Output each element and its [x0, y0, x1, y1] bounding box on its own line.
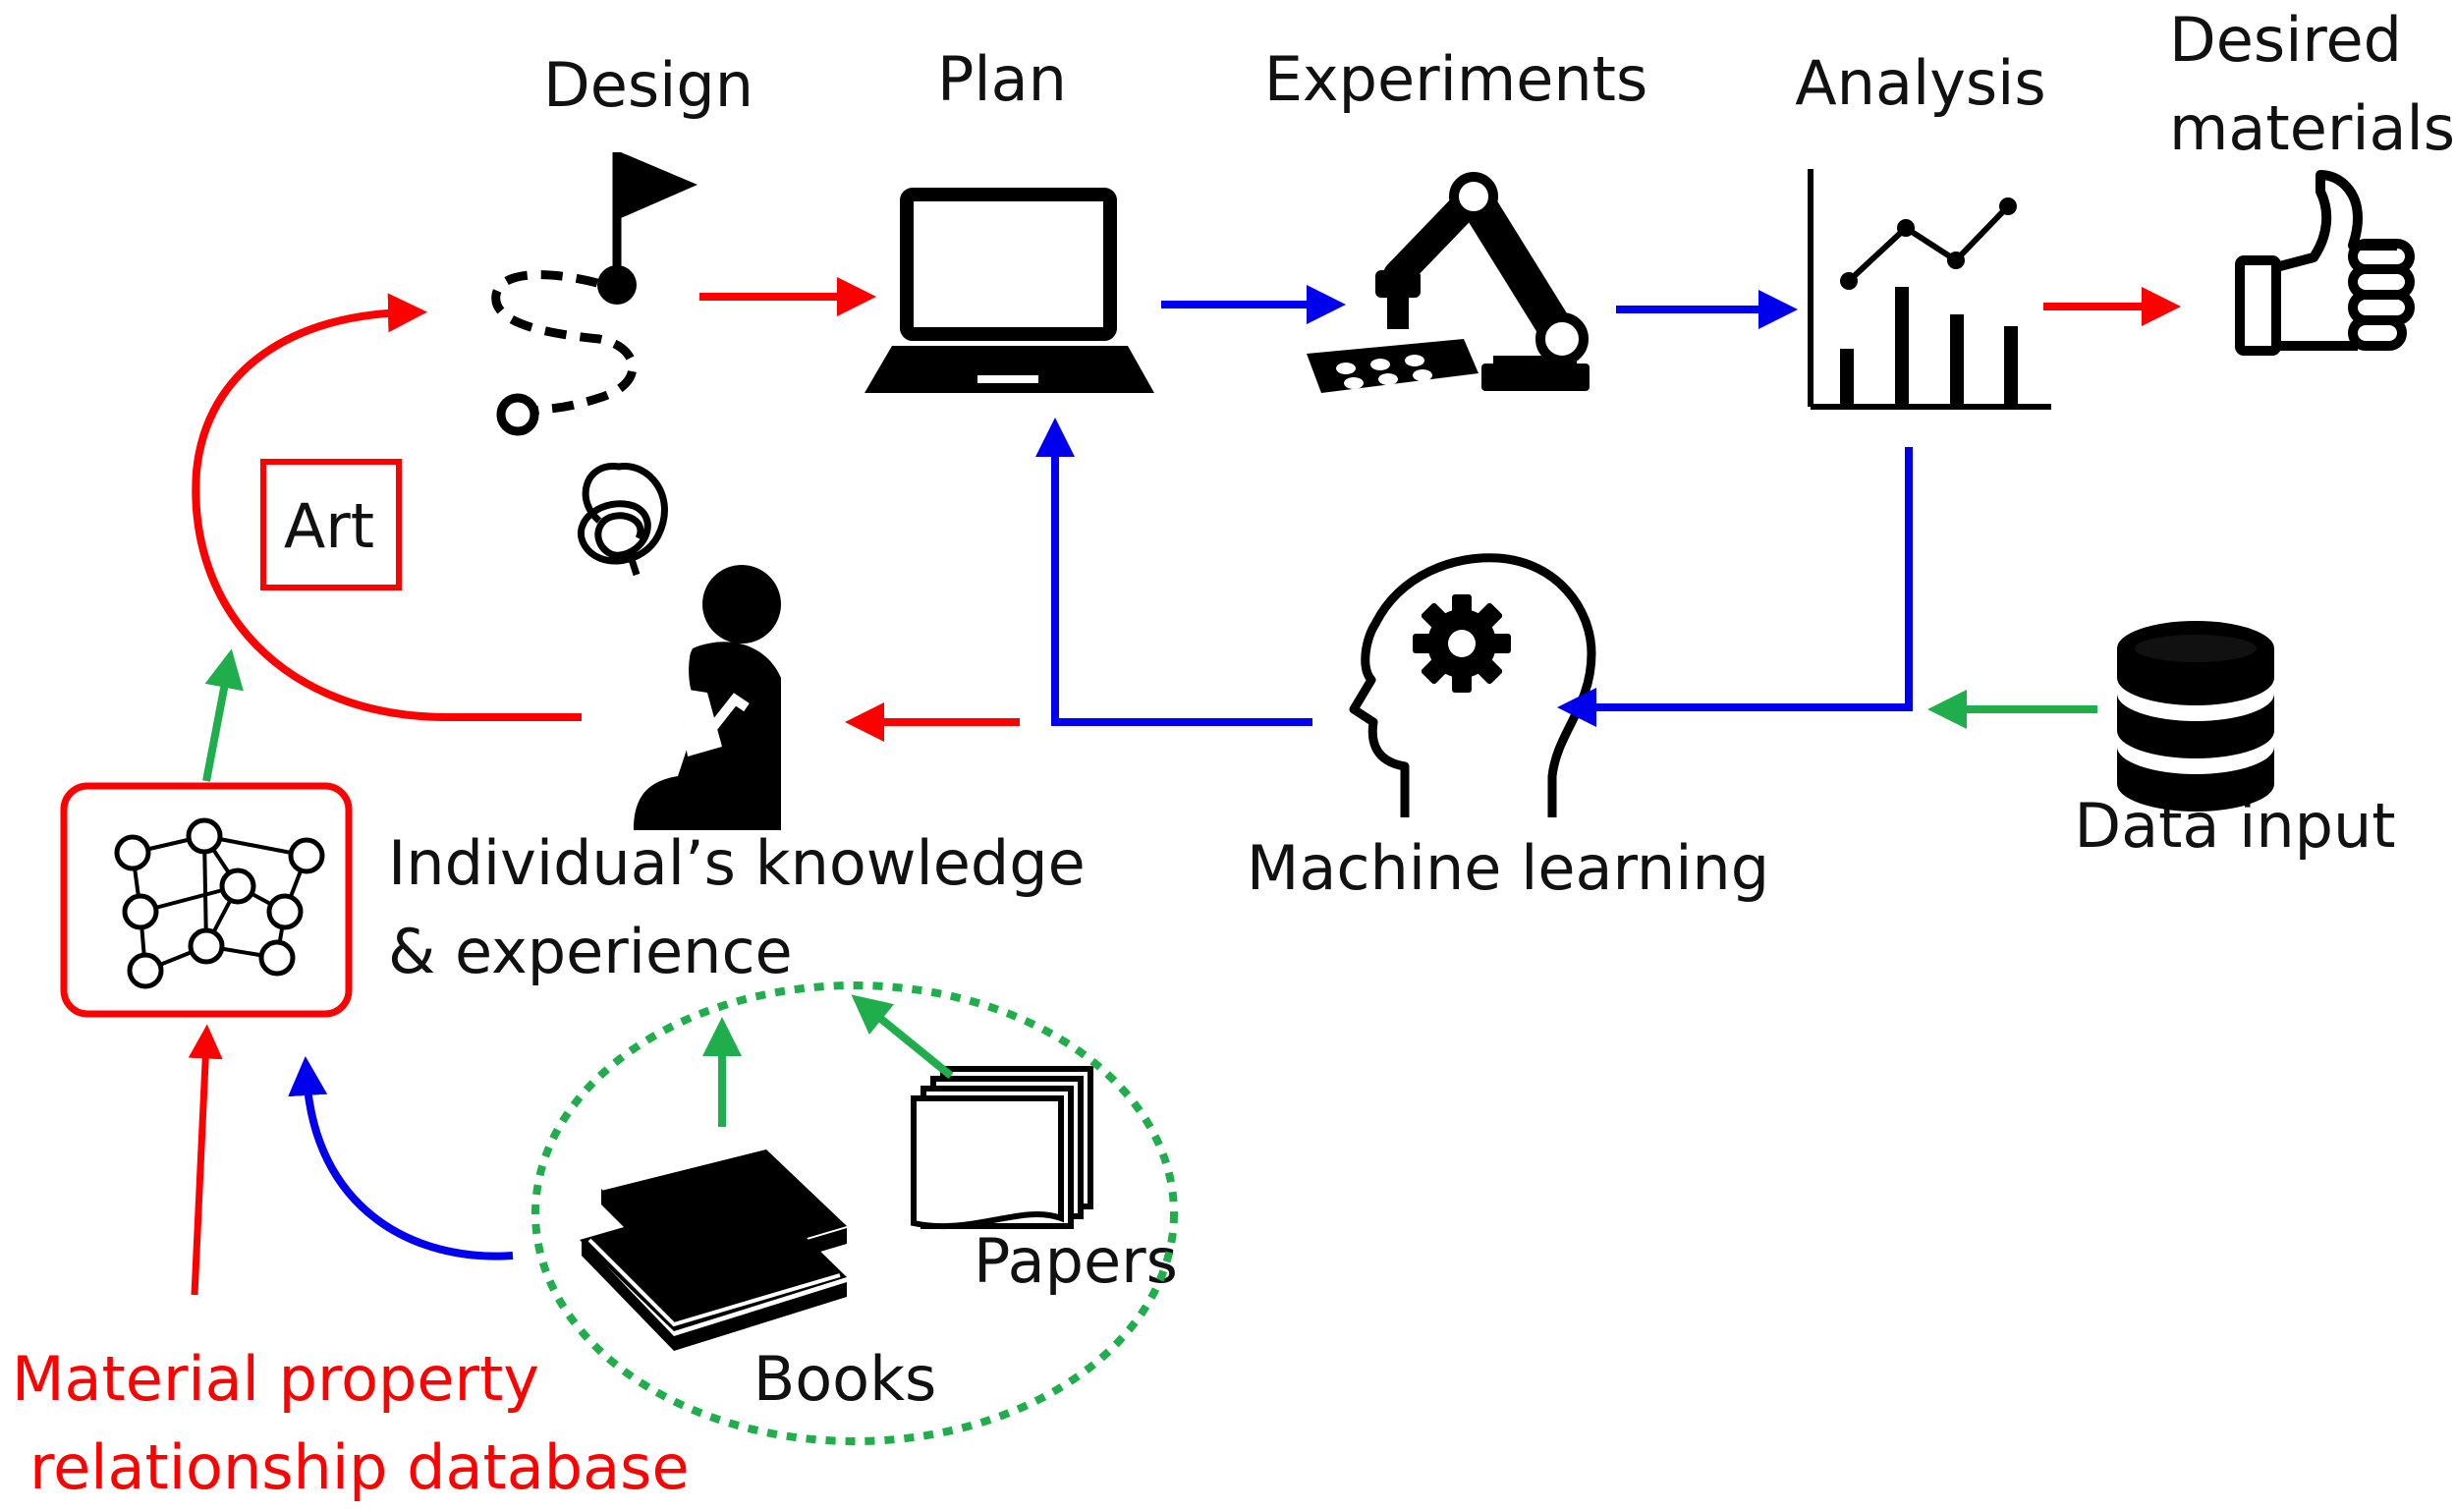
books-label: Books [753, 1343, 937, 1415]
papers-icon [911, 1066, 1093, 1230]
thumbs-up-icon [2235, 170, 2415, 356]
arrow-analysis-to-machine-learning [1557, 447, 1913, 727]
database-icon [2117, 621, 2274, 812]
laptop-icon [865, 188, 1154, 393]
analysis-label: Analysis [1795, 47, 2045, 119]
arrow-sources-to-network [288, 1056, 514, 1260]
database-label-line2: relationship database [29, 1431, 690, 1503]
robot-arm-icon [1307, 172, 1590, 393]
knowledge-network-icon [60, 782, 353, 1018]
database-label-line1: Material property [12, 1343, 539, 1415]
route-flag-icon [491, 152, 697, 436]
art-label: Art [284, 490, 374, 562]
art-box [260, 459, 402, 590]
machine-learning-label: Machine learning [1247, 832, 1769, 904]
arrow-knowledge-to-design-art [192, 293, 582, 721]
arrow-ml-to-plan [1035, 418, 1312, 726]
sources-dotted-ellipse [531, 981, 1178, 1445]
ml-head-gear-icon [1349, 553, 1596, 817]
desired-materials-label-line1: Desired [2169, 4, 2402, 76]
knowledge-label-line2: & experience [388, 916, 793, 987]
design-label: Design [543, 49, 753, 121]
knowledge-label-line1: Individual’s knowledge [388, 827, 1086, 899]
arrow-network-to-art [202, 648, 244, 782]
books-icon [580, 1149, 847, 1351]
arrow-papers-to-knowledge [851, 994, 954, 1080]
desired-materials-label-line2: materials [2169, 92, 2455, 164]
plan-label: Plan [937, 43, 1067, 115]
analysis-chart-icon [1808, 169, 2051, 410]
experiments-label: Experiments [1264, 43, 1648, 115]
arrow-database-to-network [188, 1024, 223, 1296]
papers-label: Papers [974, 1225, 1178, 1297]
thinking-person-icon [577, 463, 781, 830]
